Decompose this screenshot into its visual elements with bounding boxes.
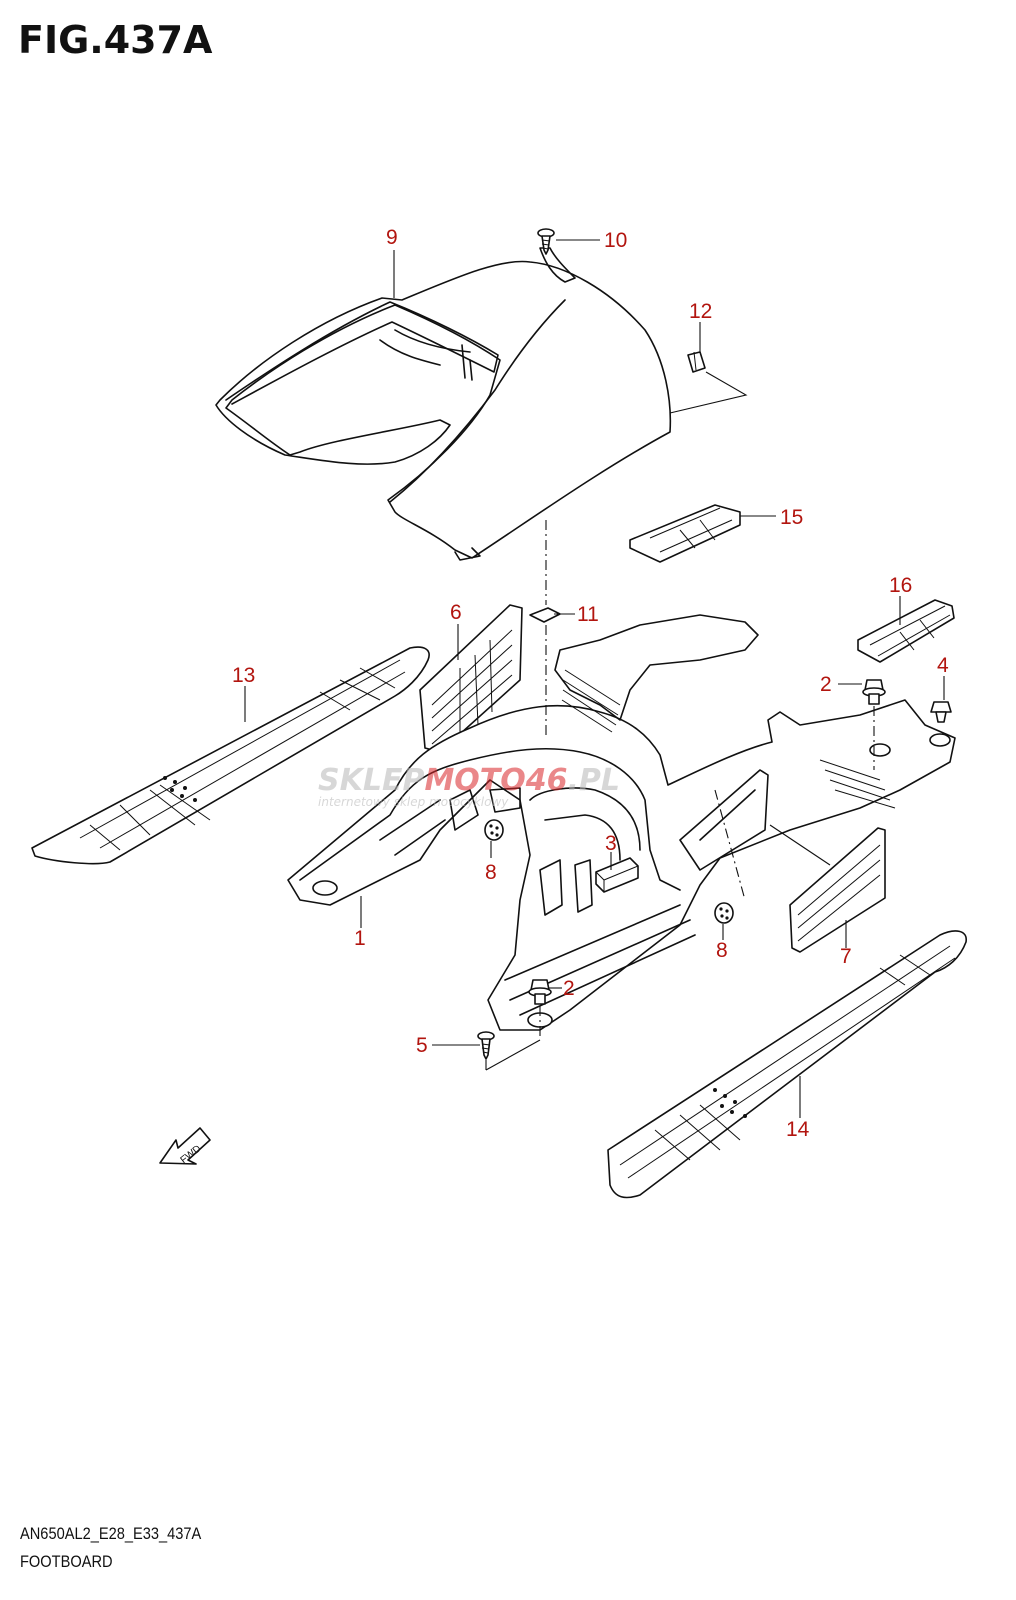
model-code: AN650AL2_E28_E33_437A: [20, 1524, 202, 1543]
callout-5: 5: [416, 1034, 428, 1057]
callout-6: 6: [450, 601, 462, 624]
part-12-clip[interactable]: [687, 351, 706, 373]
callout-12: 12: [689, 300, 712, 323]
callout-3: 3: [605, 832, 617, 855]
callout-9: 9: [386, 226, 398, 249]
svg-text:SKLEPMOTO46.PL: SKLEPMOTO46.PL: [318, 763, 620, 798]
part-2-bolt-upper[interactable]: [862, 679, 886, 705]
callout-13: 13: [232, 664, 255, 687]
figure-title: FIG.437A: [18, 18, 213, 62]
part-2-bolt-lower[interactable]: [528, 979, 552, 1005]
watermark-brand-3: 46: [525, 763, 568, 798]
fwd-arrow-icon: FWD: [159, 1127, 211, 1166]
callout-15: 15: [780, 506, 803, 529]
callout-7: 7: [840, 945, 852, 968]
part-11-clip[interactable]: [529, 607, 561, 623]
part-8-grommet-right[interactable]: [714, 902, 734, 924]
callout-8-right: 8: [716, 939, 728, 962]
callout-16: 16: [889, 574, 912, 597]
watermark-brand-4: .PL: [568, 763, 621, 798]
part-7-grille-right[interactable]: [789, 827, 886, 953]
part-14-footboard-mat-right[interactable]: [607, 930, 967, 1199]
part-10-screw[interactable]: [537, 228, 555, 255]
callout-2-lower: 2: [563, 977, 575, 1000]
watermark-brand-1: SKLEP: [318, 763, 424, 798]
part-4-push-rivet[interactable]: [930, 701, 952, 723]
callout-2-upper: 2: [820, 673, 832, 696]
part-16-mat[interactable]: [857, 599, 955, 663]
callout-4: 4: [937, 654, 949, 677]
part-15-mat[interactable]: [629, 504, 741, 563]
callout-8-left: 8: [485, 861, 497, 884]
callout-11: 11: [577, 603, 599, 626]
watermark-tagline: internetowy sklep motocyklowy: [318, 795, 509, 809]
callout-14: 14: [786, 1118, 810, 1141]
part-5-screw[interactable]: [477, 1031, 495, 1060]
watermark-brand-2: MOTO: [424, 763, 525, 798]
part-8-grommet-left[interactable]: [484, 819, 504, 841]
part-13-footboard-mat-left[interactable]: [31, 646, 430, 865]
leader-lines: [244, 239, 945, 1118]
part-9-rear-cover[interactable]: [215, 247, 672, 561]
section-name: FOOTBOARD: [20, 1552, 113, 1571]
part-6-grille-left[interactable]: [419, 604, 523, 753]
assembly-lines: [485, 371, 875, 1071]
watermark-logo: SKLEPMOTO46.PL internetowy sklep motocyk…: [318, 763, 620, 809]
callout-labels: 9 10 12 15 16 6 11 13 2 4 3 8 1 8 7 2 5 …: [232, 226, 949, 1141]
callout-10: 10: [604, 229, 627, 252]
part-3-block[interactable]: [595, 857, 639, 893]
callout-1: 1: [354, 927, 366, 950]
